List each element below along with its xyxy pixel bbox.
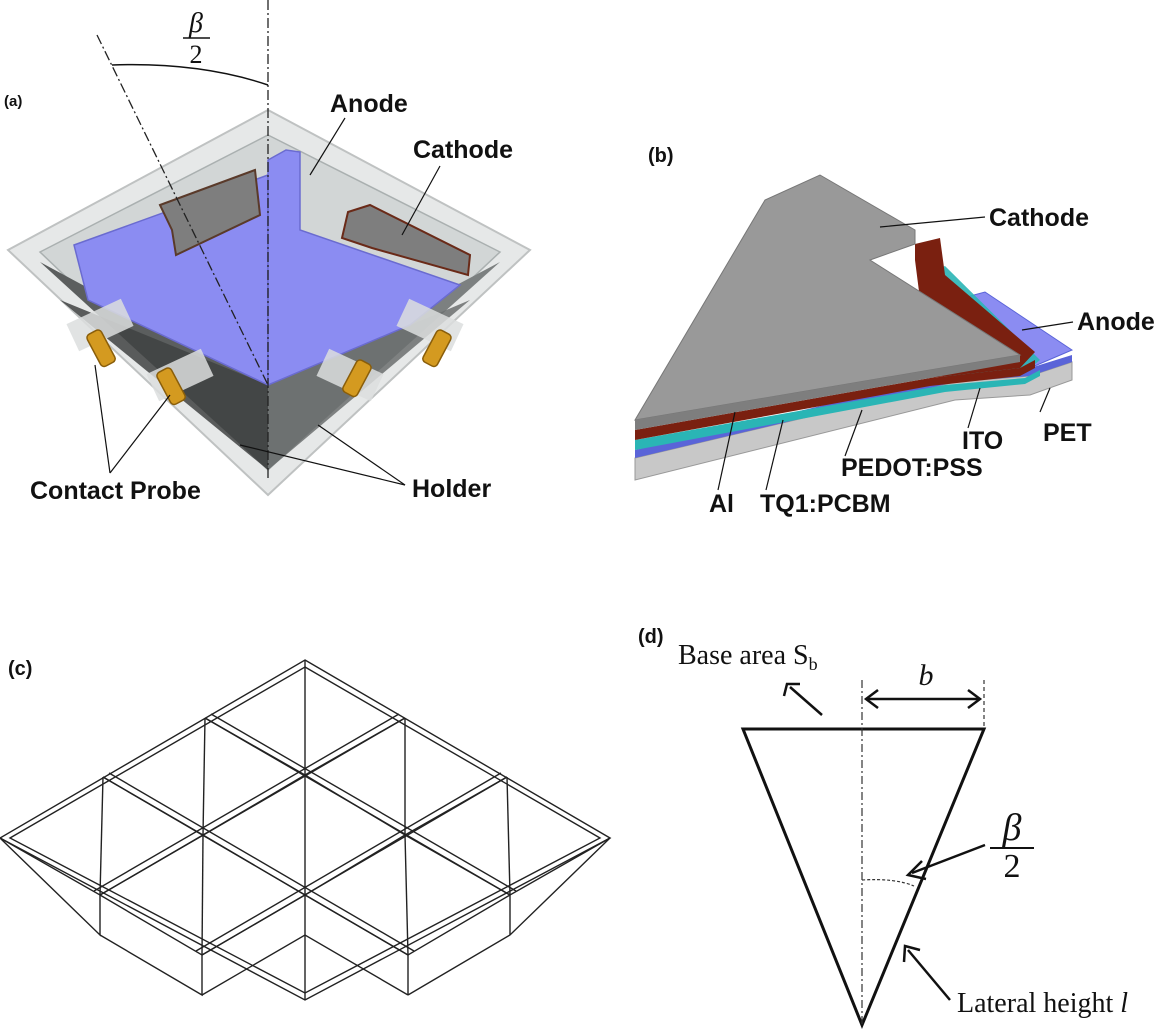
cathode-edge-b bbox=[635, 355, 1020, 430]
pyr-7-v bbox=[201, 834, 204, 956]
angle-arc-d bbox=[861, 879, 915, 887]
angle-arc-a bbox=[111, 63, 269, 86]
pyr-3 bbox=[304, 774, 508, 836]
panel-c-tag: (c) bbox=[8, 658, 32, 680]
cathode-right-plate bbox=[340, 203, 472, 277]
contact-probe-2 bbox=[156, 367, 186, 406]
label-pedot: PEDOT:PSS bbox=[841, 454, 983, 482]
label-anode-b: Anode bbox=[1077, 308, 1155, 336]
contact-probe-4 bbox=[422, 329, 452, 368]
panel-a-tag: (a) bbox=[4, 93, 22, 110]
leader-probe-2 bbox=[109, 394, 171, 474]
pyr-2-v bbox=[202, 717, 206, 836]
grid-line-c2 bbox=[93, 713, 400, 892]
pyr-6-v bbox=[506, 776, 511, 896]
leader-cathode-b bbox=[879, 216, 986, 228]
label-tq1: TQ1:PCBM bbox=[760, 490, 891, 518]
leader-anode-a bbox=[309, 117, 346, 176]
axis-tilted bbox=[96, 34, 269, 386]
leader-holder-2 bbox=[317, 424, 406, 486]
label-cathode-a: Cathode bbox=[413, 136, 513, 164]
panel-d: (d) Base area Sb b β 2 Lateral height l bbox=[638, 626, 1128, 1029]
angle-label-a-num: β bbox=[188, 8, 203, 39]
grid-line-d2 bbox=[195, 772, 502, 952]
angle-label-a-den: 2 bbox=[190, 40, 203, 69]
leader-cathode-a bbox=[401, 165, 441, 236]
angle-arrowhead-d bbox=[905, 860, 927, 881]
grid-line-a2 bbox=[210, 713, 517, 892]
leader-al bbox=[717, 411, 736, 491]
panel-c: (c) bbox=[0, 658, 612, 1001]
leader-anode-b bbox=[1021, 321, 1074, 331]
leader-ito bbox=[967, 387, 981, 429]
label-contact-probe: Contact Probe bbox=[30, 477, 201, 505]
pyr-8-v bbox=[404, 834, 409, 956]
leader-pedot bbox=[844, 409, 863, 457]
base-area-label: Base area Sb bbox=[678, 640, 818, 674]
label-anode-a: Anode bbox=[330, 90, 408, 118]
b-arrow-left bbox=[863, 689, 879, 709]
contact-probe-1 bbox=[86, 329, 116, 368]
pyr-4-v bbox=[99, 776, 104, 896]
b-arrow-right bbox=[967, 689, 983, 709]
label-holder: Holder bbox=[412, 475, 491, 503]
pyramid-array bbox=[0, 659, 612, 1001]
lateral-height-label: Lateral height l bbox=[957, 988, 1128, 1019]
leader-tq1 bbox=[765, 419, 784, 491]
leader-probe-1 bbox=[94, 364, 111, 474]
lateral-arrowhead bbox=[902, 944, 921, 963]
layer-pedot bbox=[635, 370, 1040, 450]
layer-al bbox=[635, 360, 1035, 440]
b-label: b bbox=[919, 659, 934, 692]
lateral-arrow bbox=[907, 949, 951, 1001]
angle-label-d-den: 2 bbox=[1004, 848, 1021, 885]
label-al: Al bbox=[709, 490, 734, 518]
label-ito: ITO bbox=[962, 427, 1003, 455]
panel-a: (a) bbox=[4, 0, 532, 505]
panel-d-tag: (d) bbox=[638, 626, 664, 648]
base-area-arrowhead bbox=[782, 682, 800, 697]
probe-housing-1 bbox=[66, 298, 134, 352]
panel-b: (b) Cathode Anode ITO PET PEDOT:PSS Al T… bbox=[634, 145, 1155, 518]
hang-mid bbox=[201, 934, 409, 996]
angle-label-d-num: β bbox=[1002, 807, 1022, 849]
hang-left-2 bbox=[99, 934, 203, 997]
contact-probe-3 bbox=[342, 359, 372, 398]
cone-triangle bbox=[740, 727, 987, 1029]
panel-b-tag: (b) bbox=[648, 145, 674, 167]
base-area-arrow bbox=[789, 686, 823, 716]
label-cathode-b: Cathode bbox=[989, 204, 1089, 232]
label-pet: PET bbox=[1043, 419, 1092, 447]
leader-pet bbox=[1039, 387, 1051, 413]
grid-line-b2 bbox=[108, 772, 415, 952]
anode-right-flap bbox=[267, 149, 462, 387]
leader-holder-1 bbox=[239, 444, 406, 486]
cathode-left-plate bbox=[158, 168, 262, 257]
angle-arrow-d bbox=[911, 843, 986, 875]
